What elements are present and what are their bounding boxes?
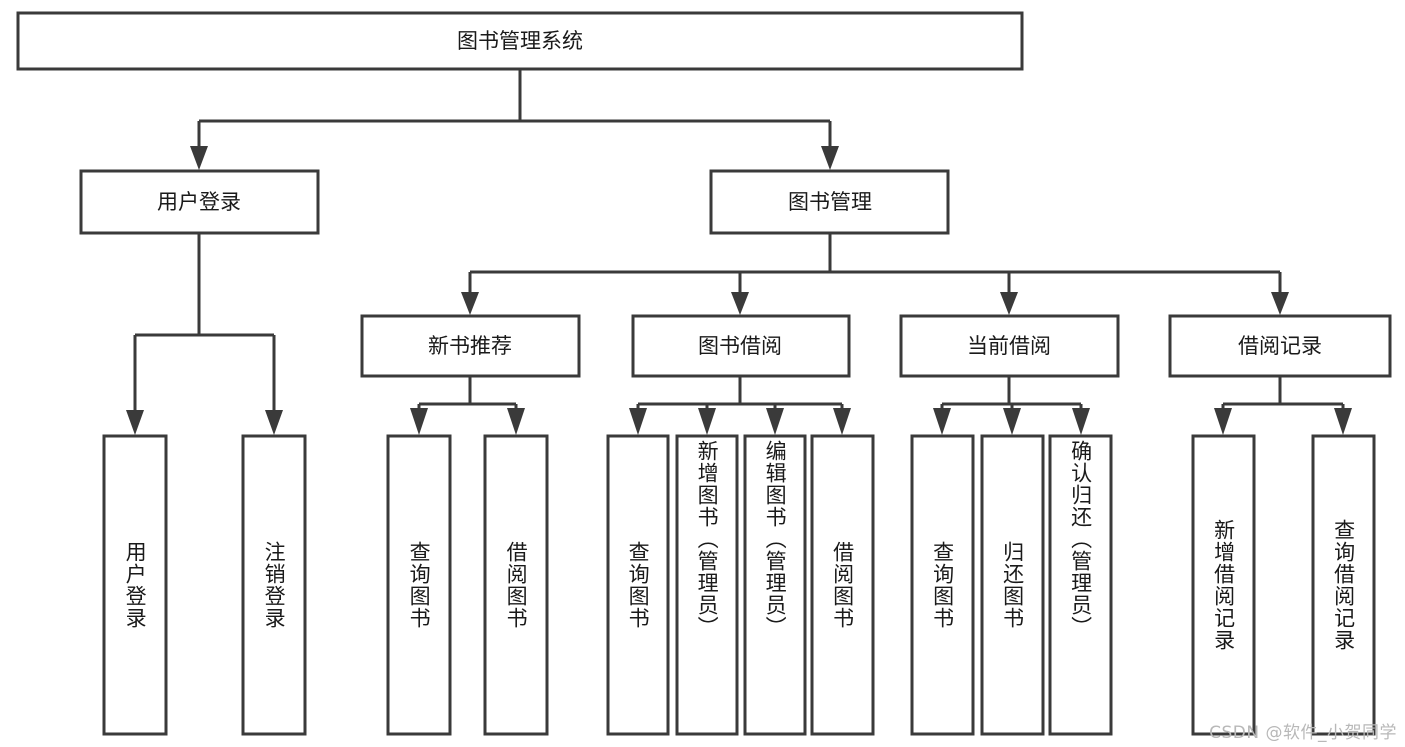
- node-root[interactable]: 图书管理系统: [16, 11, 1024, 71]
- arrow-head-bookmgmt: [821, 146, 839, 170]
- node-label-user-login: 用户登录: [157, 190, 241, 214]
- arrow-head-b-edit: [766, 408, 784, 435]
- node-box-leaf-b-borrow-book[interactable]: [810, 434, 875, 736]
- connector-group-record: [1214, 376, 1352, 435]
- connector-group-root: [190, 69, 839, 170]
- arrow-head-leaf-user-login: [126, 410, 144, 435]
- arrow-head-c-confirm: [1072, 408, 1090, 435]
- watermark-text: CSDN @软件_小贺同学: [1209, 723, 1397, 743]
- arrow-head-r-query: [1334, 408, 1352, 435]
- node-label-current-borrow: 当前借阅: [967, 334, 1051, 358]
- node-user-login[interactable]: 用户登录: [79, 169, 320, 235]
- node-box-leaf-c-confirm-return[interactable]: [1048, 434, 1113, 736]
- arrow-head-newbook: [461, 292, 479, 315]
- node-borrow-record[interactable]: 借阅记录: [1168, 314, 1392, 378]
- node-label-borrow-record: 借阅记录: [1238, 334, 1322, 358]
- arrow-head-c-return: [1003, 408, 1021, 435]
- arrow-head-b-query: [629, 408, 647, 435]
- node-book-management[interactable]: 图书管理: [709, 169, 950, 235]
- node-box-leaf-nb-query-book[interactable]: [386, 434, 452, 736]
- node-box-book-management[interactable]: [709, 169, 950, 235]
- node-box-user-login[interactable]: [79, 169, 320, 235]
- arrow-head-leaf-logout: [265, 410, 283, 435]
- node-new-book-recommend[interactable]: 新书推荐: [360, 314, 581, 378]
- arrow-head-current: [1000, 292, 1018, 315]
- node-box-book-borrow[interactable]: [631, 314, 851, 378]
- arrow-head-nb-borrow: [507, 408, 525, 435]
- arrow-head-b-borrow: [833, 408, 851, 435]
- node-box-borrow-record[interactable]: [1168, 314, 1392, 378]
- node-box-current-borrow[interactable]: [899, 314, 1120, 378]
- arrow-head-borrow: [731, 292, 749, 315]
- node-box-new-book-recommend[interactable]: [360, 314, 581, 378]
- node-label-new-book-recommend: 新书推荐: [428, 334, 512, 358]
- node-box-leaf-b-add-book[interactable]: [675, 434, 739, 736]
- connector-group-newbook: [410, 376, 525, 435]
- node-box-leaf-r-query-record[interactable]: [1311, 434, 1376, 736]
- arrow-head-nb-query: [410, 408, 428, 435]
- arrow-head-record: [1271, 292, 1289, 315]
- node-box-leaf-r-add-record[interactable]: [1191, 434, 1256, 736]
- node-box-leaf-c-query-book[interactable]: [910, 434, 975, 736]
- arrow-head-login: [190, 146, 208, 170]
- node-box-leaf-b-edit-book[interactable]: [743, 434, 807, 736]
- node-current-borrow[interactable]: 当前借阅: [899, 314, 1120, 378]
- node-box-leaf-b-query-book[interactable]: [606, 434, 670, 736]
- connector-group-bookmgmt: [461, 233, 1289, 315]
- node-label-book-borrow: 图书借阅: [698, 334, 782, 358]
- connector-group-login: [126, 233, 283, 435]
- node-label-root: 图书管理系统: [457, 29, 583, 53]
- node-label-book-management: 图书管理: [788, 190, 872, 214]
- arrow-head-c-query: [933, 408, 951, 435]
- node-box-leaf-nb-borrow-book[interactable]: [483, 434, 549, 736]
- node-box-leaf-c-return-book[interactable]: [980, 434, 1045, 736]
- connector-group-current: [933, 376, 1090, 435]
- node-box-leaf-logout[interactable]: [241, 434, 307, 736]
- node-box-leaf-user-login[interactable]: [102, 434, 168, 736]
- node-box-root[interactable]: [16, 11, 1024, 71]
- arrow-head-b-add: [698, 408, 716, 435]
- arrow-head-r-add: [1214, 408, 1232, 435]
- connector-group-borrow: [629, 376, 851, 435]
- node-book-borrow[interactable]: 图书借阅: [631, 314, 851, 378]
